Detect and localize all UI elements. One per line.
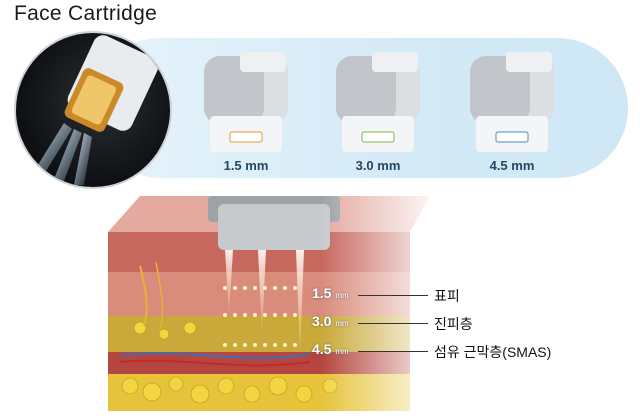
leader-line	[358, 351, 428, 352]
leader-line	[358, 323, 428, 324]
cartridge-1-5mm-icon	[204, 52, 288, 152]
cartridge-4-5mm-icon	[470, 52, 554, 152]
cartridge-1-5mm: 1.5 mm	[196, 46, 296, 176]
page-title: Face Cartridge	[14, 2, 158, 25]
cartridge-3-0mm-icon	[336, 52, 420, 152]
cartridge-size-label: 4.5 mm	[489, 158, 535, 173]
leader-line	[358, 295, 428, 296]
layer-name-dermis: 진피층	[434, 316, 473, 332]
depth-label-2: 3.0 mm	[312, 313, 349, 329]
cartridge-size-label: 1.5 mm	[223, 158, 269, 173]
layer-name-epidermis: 표피	[434, 288, 460, 304]
layer-name-smas: 섬유 근막층(SMAS)	[434, 344, 552, 360]
cartridge-4-5mm: 4.5 mm	[462, 46, 562, 176]
depth-label-1: 1.5 mm	[312, 285, 349, 301]
cartridge-size-label: 3.0 mm	[355, 158, 401, 173]
cartridge-3-0mm: 3.0 mm	[328, 46, 428, 176]
depth-label-3: 4.5 mm	[312, 341, 349, 357]
skin-cross-section	[100, 196, 440, 411]
device-closeup-image	[14, 31, 172, 189]
